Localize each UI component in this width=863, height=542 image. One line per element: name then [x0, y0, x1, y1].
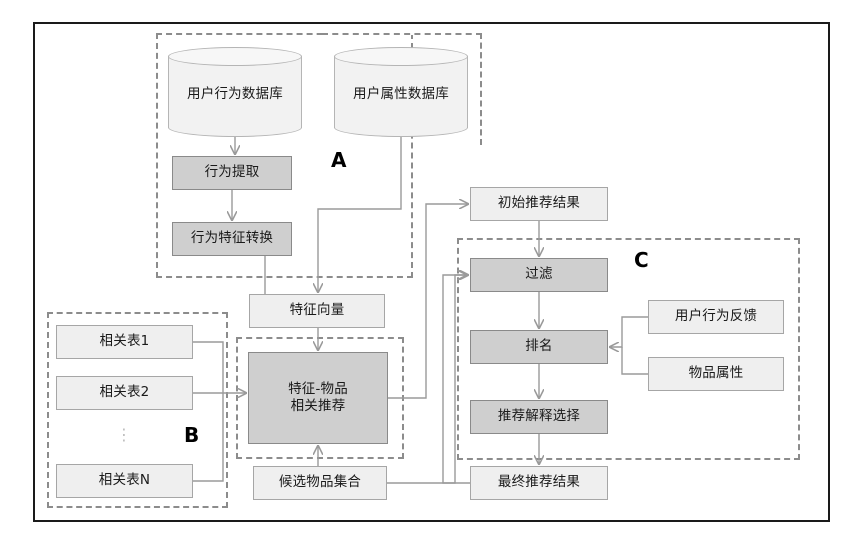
node-initial-recommendation-result[interactable]: 初始推荐结果: [470, 187, 608, 221]
group-region-a-top-extension: [322, 33, 482, 145]
group-label-b: B: [184, 423, 200, 447]
node-final-recommendation-result[interactable]: 最终推荐结果: [470, 466, 608, 500]
node-filter[interactable]: 过滤: [470, 258, 608, 292]
node-label: 初始推荐结果: [497, 195, 581, 212]
node-label: 相关表2: [99, 384, 150, 401]
node-item-attribute[interactable]: 物品属性: [648, 357, 784, 391]
node-relation-table-2[interactable]: 相关表2: [56, 376, 193, 410]
node-label: 最终推荐结果: [497, 474, 581, 491]
cylinder-body: [168, 56, 302, 128]
node-label: 物品属性: [688, 365, 744, 382]
database-label: 用户属性数据库: [353, 86, 449, 102]
node-label: 候选物品集合: [278, 474, 362, 491]
group-label-c: C: [634, 248, 649, 272]
node-label: 行为特征转换: [190, 230, 274, 247]
node-label: 排名: [525, 338, 553, 355]
node-feature-vector[interactable]: 特征向量: [249, 294, 385, 328]
node-label: 相关表N: [98, 472, 151, 489]
ellipsis-symbol: ⋮: [116, 425, 132, 444]
node-relation-table-n[interactable]: 相关表N: [56, 464, 193, 498]
node-label: 用户行为反馈: [674, 308, 758, 325]
node-label: 推荐解释选择: [497, 408, 581, 425]
database-label: 用户行为数据库: [187, 86, 283, 102]
node-ranking[interactable]: 排名: [470, 330, 608, 364]
cylinder-top: [168, 47, 302, 66]
node-candidate-item-set[interactable]: 候选物品集合: [253, 466, 387, 500]
node-label: 特征-物品 相关推荐: [288, 380, 348, 414]
database-user-behavior: 用户行为数据库: [168, 47, 302, 137]
node-label: 特征向量: [289, 302, 345, 319]
ellipsis-indicator: ⋮: [112, 420, 136, 450]
node-feature-item-recommendation[interactable]: 特征-物品 相关推荐: [248, 352, 388, 444]
node-behavior-feature-transform[interactable]: 行为特征转换: [172, 222, 292, 256]
database-user-attribute: 用户属性数据库: [334, 47, 468, 137]
node-label: 行为提取: [204, 164, 260, 181]
node-label: 过滤: [525, 266, 553, 283]
cylinder-top: [334, 47, 468, 66]
node-relation-table-1[interactable]: 相关表1: [56, 325, 193, 359]
group-label-a: A: [331, 148, 347, 172]
group-region-a: [156, 33, 413, 278]
group-region-b: [47, 312, 228, 508]
cylinder-body: [334, 56, 468, 128]
node-user-behavior-feedback[interactable]: 用户行为反馈: [648, 300, 784, 334]
node-recommendation-explanation-selection[interactable]: 推荐解释选择: [470, 400, 608, 434]
node-behavior-extraction[interactable]: 行为提取: [172, 156, 292, 190]
node-label: 相关表1: [99, 333, 150, 350]
